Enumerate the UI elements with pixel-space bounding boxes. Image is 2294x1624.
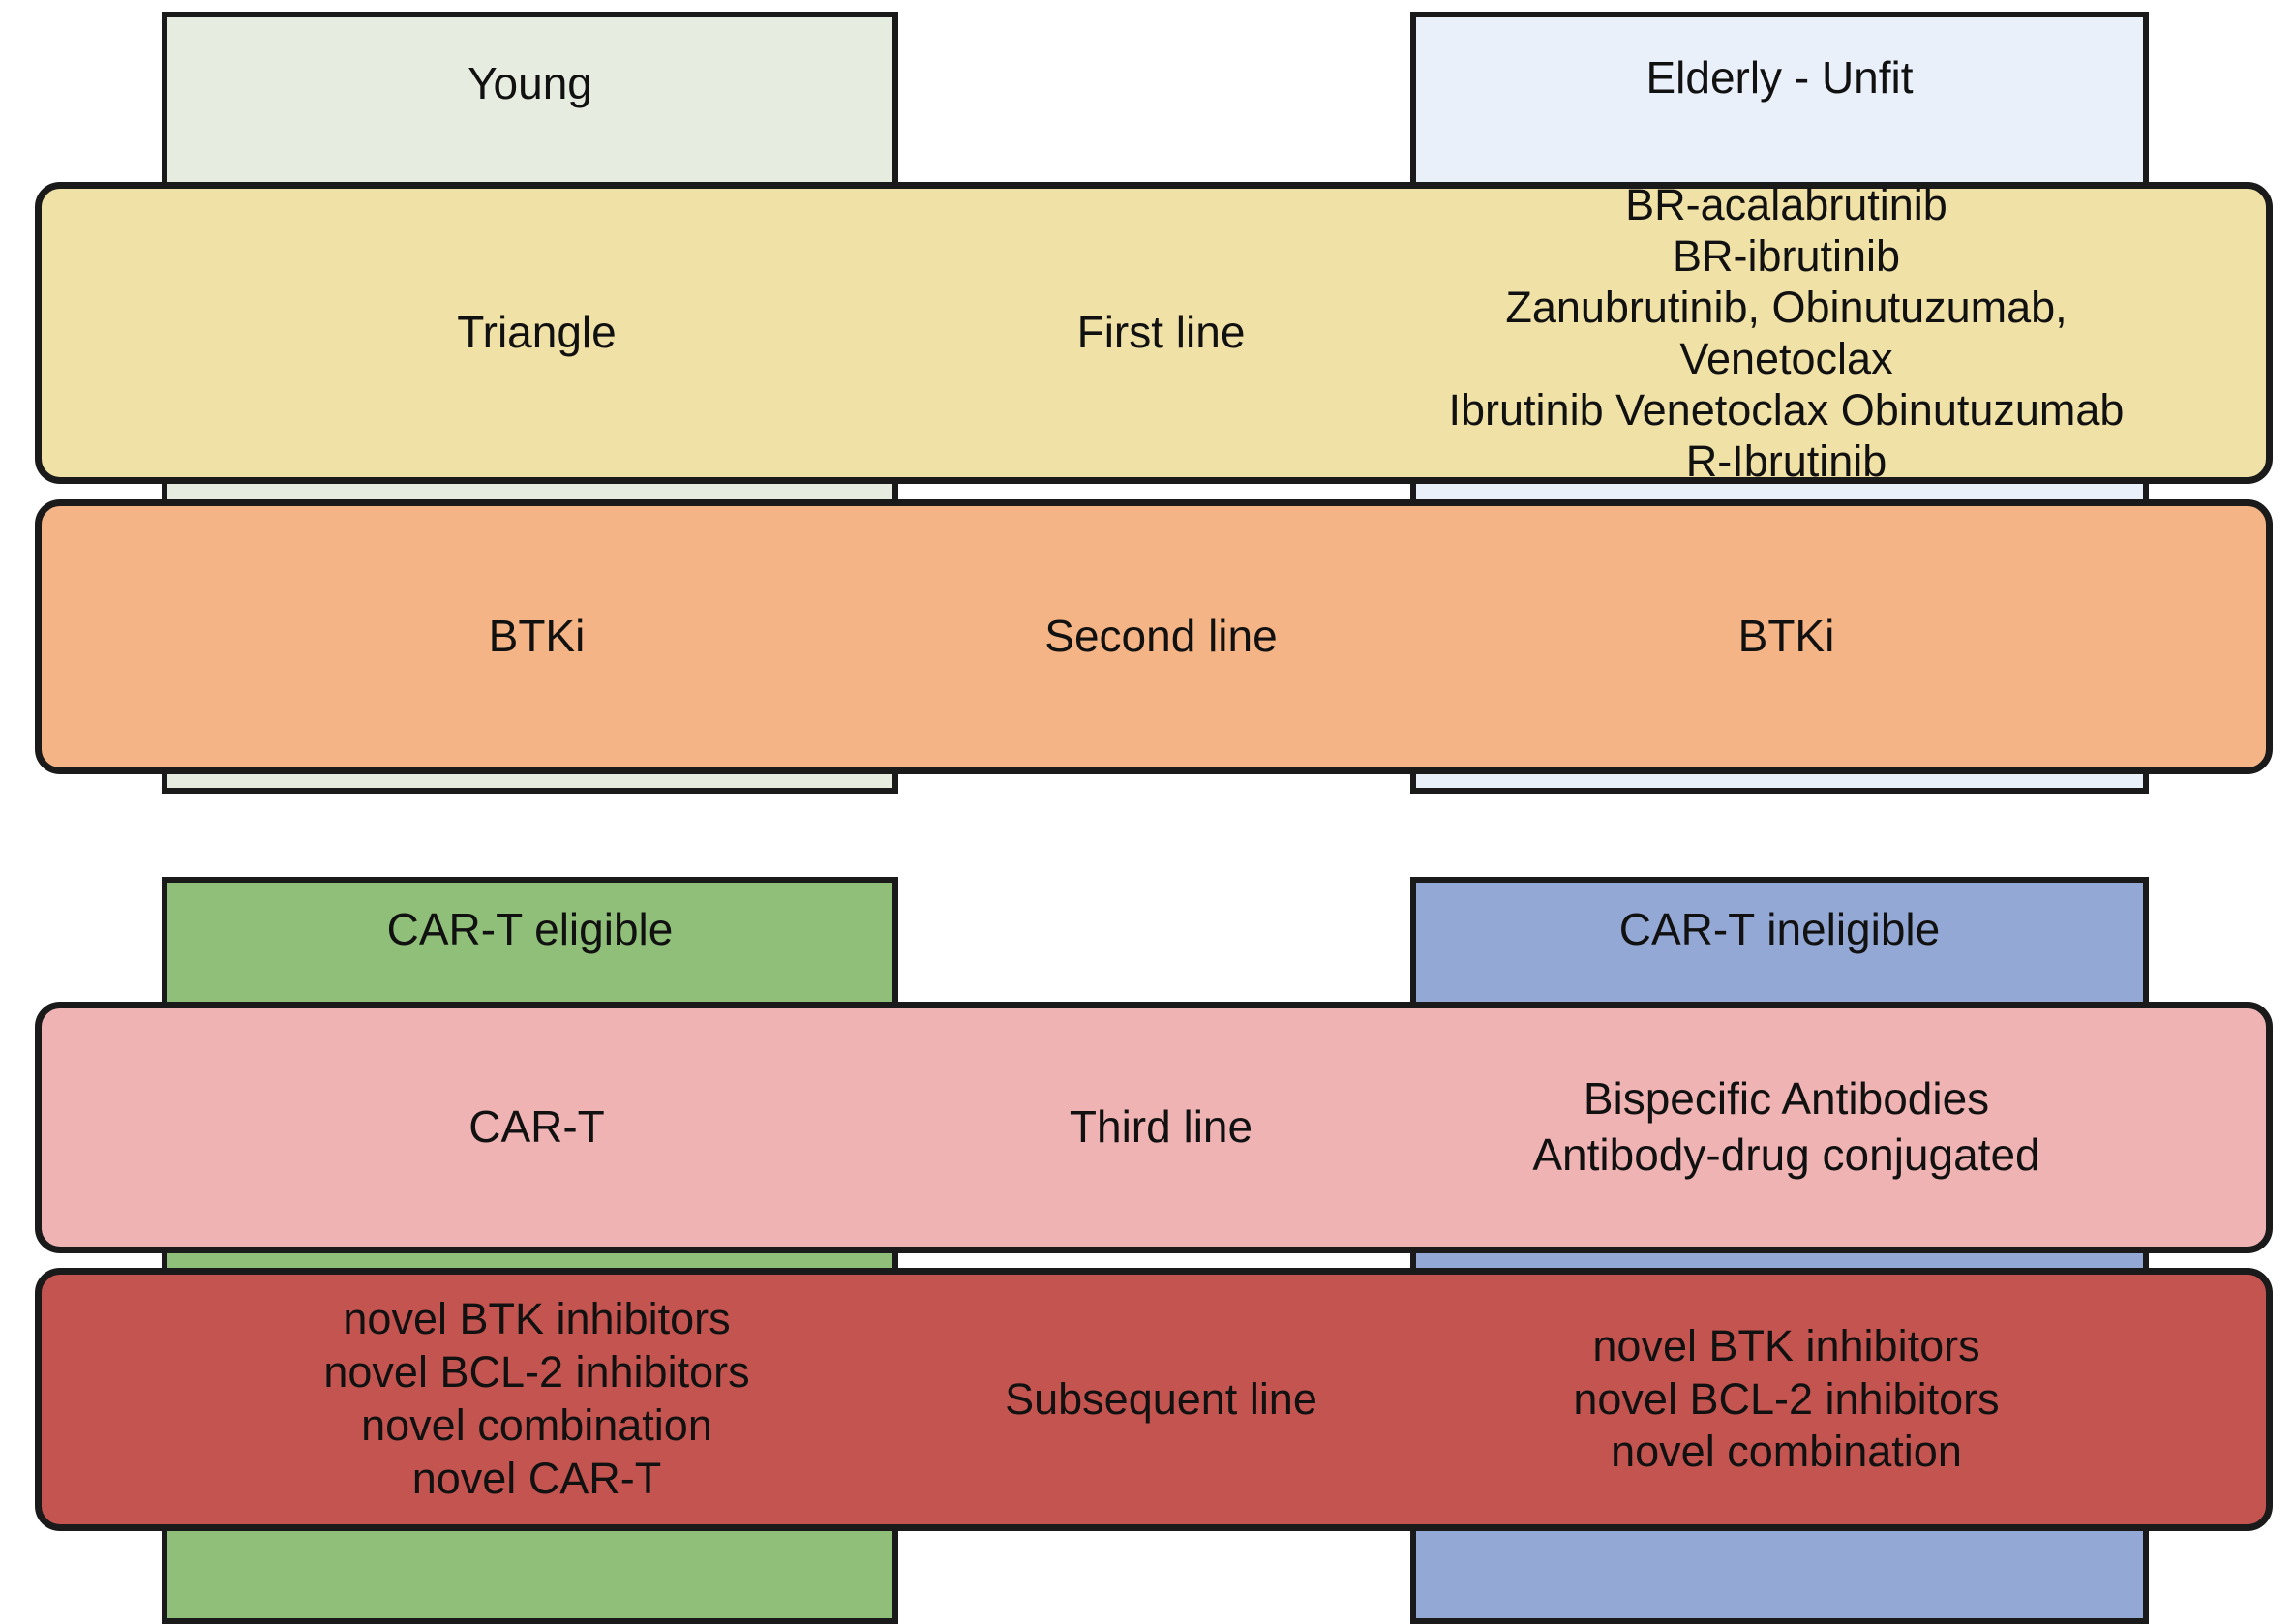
first-line-elderly-treatment: BR-acalabrutinib BR-ibrutinib Zanubrutin…: [1448, 179, 2125, 487]
treatment-band-first-line: Triangle First line BR-acalabrutinib BR-…: [35, 179, 2273, 487]
second-line-young-treatment: BTKi: [488, 611, 586, 662]
third-line-cart-eligible-treatment: CAR-T: [468, 1101, 605, 1153]
cohort-label-cart-eligible: CAR-T eligible: [386, 904, 674, 954]
first-line-label: First line: [1076, 307, 1246, 358]
cohort-label-young: Young: [468, 58, 592, 108]
cohort-label-elderly-unfit: Elderly - Unfit: [1645, 52, 1914, 103]
treatment-band-third-line: CAR-T Third line Bispecific Antibodies A…: [35, 1002, 2273, 1253]
subsequent-line-cart-eligible-treatment: novel BTK inhibitors novel BCL-2 inhibit…: [323, 1294, 750, 1503]
subsequent-line-cart-ineligible-treatment: novel BTK inhibitors novel BCL-2 inhibit…: [1573, 1320, 2000, 1477]
third-line-label: Third line: [1069, 1101, 1253, 1153]
second-line-elderly-treatment: BTKi: [1737, 611, 1835, 662]
cohort-label-cart-ineligible: CAR-T ineligible: [1618, 904, 1941, 954]
second-line-label: Second line: [1044, 611, 1278, 662]
treatment-band-subsequent-line: novel BTK inhibitors novel BCL-2 inhibit…: [35, 1268, 2273, 1531]
third-line-cart-ineligible-treatment: Bispecific Antibodies Antibody-drug conj…: [1532, 1073, 2040, 1180]
treatment-band-second-line: BTKi Second line BTKi: [35, 499, 2273, 774]
subsequent-line-label: Subsequent line: [1005, 1373, 1317, 1424]
first-line-young-treatment: Triangle: [457, 307, 617, 358]
